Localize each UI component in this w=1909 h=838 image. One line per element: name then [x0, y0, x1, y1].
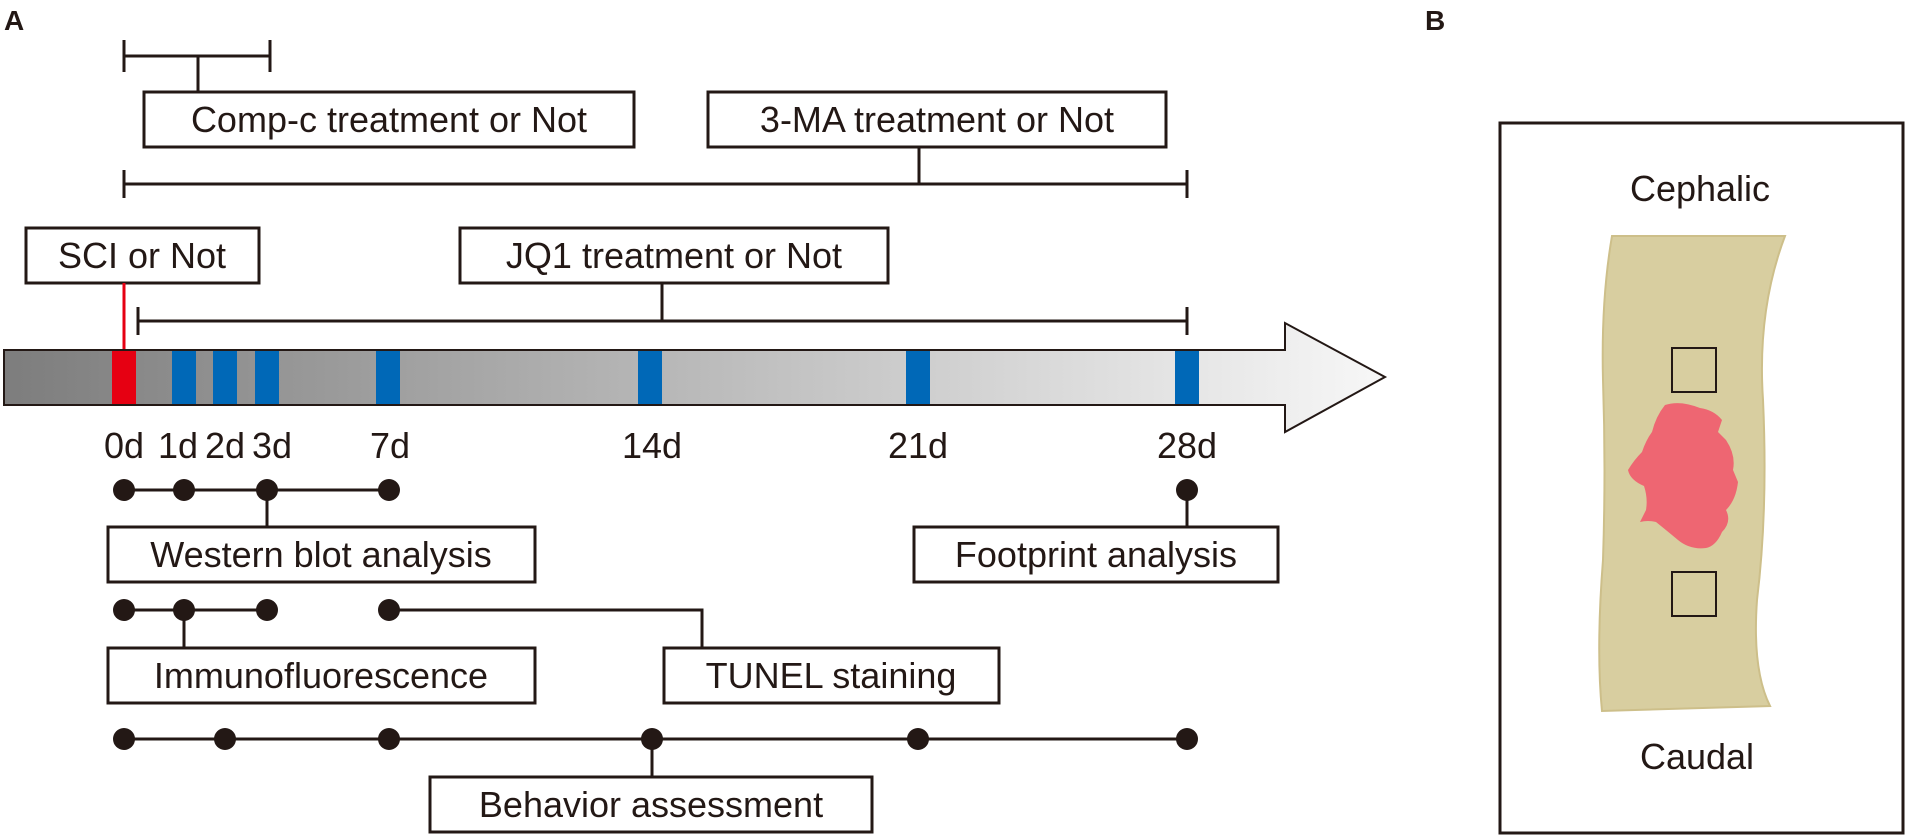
day-label-3d: 3d: [252, 425, 292, 466]
behavior-label: Behavior assessment: [479, 784, 823, 825]
sci-label-box: [24, 226, 261, 285]
day-label-1d: 1d: [158, 425, 198, 466]
timepoint-marker-day-14: [638, 351, 662, 404]
lesion-area: [1628, 403, 1738, 549]
immunofluorescence-group: Immunofluorescence: [106, 599, 537, 705]
comp-c-label: Comp-c treatment or Not: [191, 99, 587, 140]
timepoint-marker-day-28: [1175, 351, 1199, 404]
three-ma-treatment-group: 3-MA treatment or Not: [122, 90, 1189, 198]
sci-group: SCI or Not: [24, 226, 261, 352]
panel-a: A Comp-c treatment or Not 3-MA treatment…: [3, 5, 1388, 834]
timepoint-marker-day-2: [213, 351, 237, 404]
immunofluorescence-point-day-0: [113, 599, 135, 621]
day-label-7d: 7d: [370, 425, 410, 466]
behavior-point-day-7: [378, 728, 400, 750]
day-label-14d: 14d: [622, 425, 682, 466]
behavior-point-day-28: [1176, 728, 1198, 750]
cephalic-sample-region: [1671, 347, 1717, 393]
immunofluorescence-point-day-3: [256, 599, 278, 621]
jq1-label: JQ1 treatment or Not: [506, 235, 842, 276]
three-ma-label: 3-MA treatment or Not: [760, 99, 1114, 140]
jq1-label-box: [458, 226, 890, 285]
injury-marker-day-0: [112, 351, 136, 404]
day-label-2d: 2d: [205, 425, 245, 466]
jq1-treatment-group: JQ1 treatment or Not: [136, 226, 1189, 335]
timepoint-marker-day-1: [172, 351, 196, 404]
timeline-arrow: [3, 321, 1388, 434]
western-blot-point-day-1: [173, 479, 195, 501]
tunel-label-box: [662, 646, 1001, 705]
panel-b-letter: B: [1425, 5, 1445, 36]
panel-b: B Cephalic Caudal: [1425, 5, 1905, 835]
timepoint-marker-day-21: [906, 351, 930, 404]
panel-a-letter: A: [4, 5, 24, 36]
tunel-group: TUNEL staining: [378, 599, 1001, 705]
western-blot-group: Western blot analysis: [106, 479, 537, 584]
behavior-point-day-2: [214, 728, 236, 750]
footprint-label: Footprint analysis: [955, 534, 1237, 575]
footprint-group: Footprint analysis: [912, 479, 1280, 584]
western-blot-point-day-7: [378, 479, 400, 501]
behavior-group: Behavior assessment: [113, 728, 1198, 834]
timepoint-marker-day-3: [255, 351, 279, 404]
behavior-point-day-21: [907, 728, 929, 750]
three-ma-label-box: [706, 90, 1168, 149]
immunofluorescence-label: Immunofluorescence: [154, 655, 488, 696]
western-blot-point-day-0: [113, 479, 135, 501]
caudal-label: Caudal: [1640, 736, 1754, 777]
western-blot-label-box: [106, 525, 537, 584]
immunofluorescence-label-box: [106, 646, 537, 705]
cephalic-label: Cephalic: [1630, 168, 1770, 209]
tunel-label: TUNEL staining: [706, 655, 957, 696]
caudal-sample-region: [1671, 571, 1717, 617]
behavior-label-box: [428, 775, 874, 834]
day-label-28d: 28d: [1157, 425, 1217, 466]
sci-label: SCI or Not: [58, 235, 226, 276]
comp-c-label-box: [142, 90, 636, 149]
day-label-0d: 0d: [104, 425, 144, 466]
comp-c-treatment-group: Comp-c treatment or Not: [122, 40, 636, 149]
tunel-connector: [389, 608, 704, 648]
western-blot-label: Western blot analysis: [150, 534, 492, 575]
day-label-21d: 21d: [888, 425, 948, 466]
behavior-point-day-0: [113, 728, 135, 750]
footprint-label-box: [912, 525, 1280, 584]
timepoint-marker-day-7: [376, 351, 400, 404]
